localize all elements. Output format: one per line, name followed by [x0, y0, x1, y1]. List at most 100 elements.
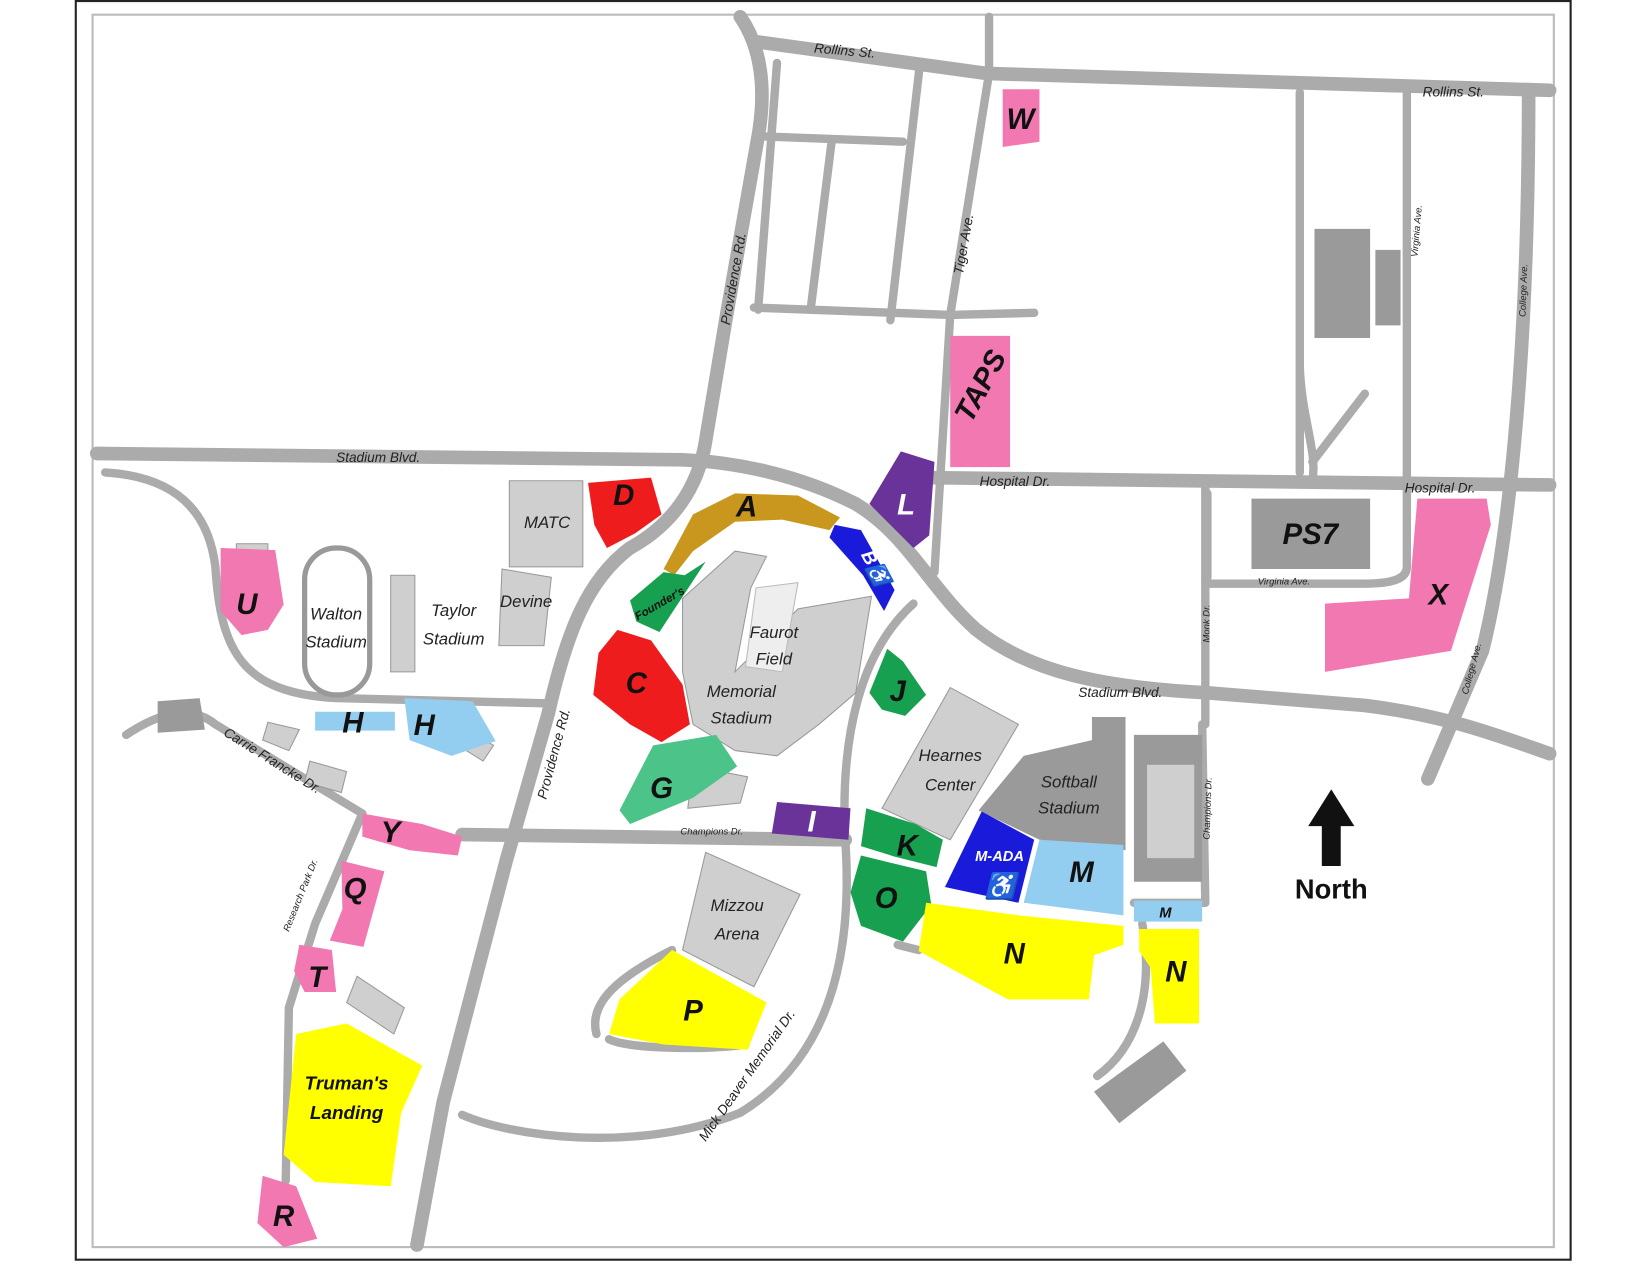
lot-label-o: O: [875, 882, 898, 915]
label-taylor: Stadium: [423, 630, 485, 649]
lot-label-m: M: [1069, 856, 1094, 889]
lot-label-t: T: [308, 961, 329, 994]
label-memorial: Stadium: [711, 708, 773, 727]
lot-x: [1324, 498, 1491, 672]
lot-label-c: C: [626, 667, 648, 700]
label-stadium-blvd: Stadium Blvd.: [1078, 685, 1162, 700]
west-building-3: [345, 975, 405, 1035]
lot-label-landing: Landing: [310, 1103, 384, 1124]
west-building-1: [261, 721, 301, 752]
providence-rd: [410, 9, 769, 1252]
lot-label-y: Y: [381, 816, 403, 849]
label-virginia-ave: Virginia Ave.: [1409, 204, 1425, 257]
lot-h-west: [315, 711, 395, 731]
north-building-1: [1314, 228, 1371, 339]
lot-d: [588, 477, 662, 548]
north-building-2: [1375, 249, 1401, 326]
softball-stadium: [978, 716, 1126, 851]
champions-dr: [455, 827, 853, 847]
matc-building: [508, 480, 584, 568]
lot-r: [257, 1175, 318, 1248]
label-hospital-dr: Hospital Dr.: [980, 474, 1051, 489]
lot-m-small: [1133, 900, 1203, 922]
mick-deaver-dr: [457, 599, 918, 1143]
stadium-blvd: [89, 446, 1557, 761]
lot-w: [1002, 89, 1040, 147]
label-rollins-st: Rollins St.: [813, 41, 875, 61]
lot-label-x: X: [1427, 579, 1451, 612]
north-arrow-icon: [1308, 789, 1355, 867]
service-road: [1203, 88, 1370, 582]
lot-label-h: H: [414, 709, 436, 742]
lot-t: [294, 944, 337, 993]
lot-o: [850, 855, 932, 942]
lot-label-a: A: [735, 490, 757, 523]
building-labels: MATC Devine Walton Stadium Taylor Stadiu…: [305, 513, 1099, 944]
lot-a: [663, 493, 840, 576]
lot-l: [869, 451, 935, 548]
lot-m-ada: [944, 811, 1035, 903]
lot-label-w: W: [1007, 103, 1037, 136]
lot-c: [593, 629, 690, 743]
virginia-ave: [1203, 88, 1412, 588]
label-college-ave: College Ave.: [1517, 264, 1530, 317]
label-stadium-blvd: Stadium Blvd.: [336, 450, 420, 465]
label-softball: Softball: [1041, 772, 1098, 791]
lot-taps: [950, 335, 1011, 468]
faurot-field: [744, 582, 799, 673]
grid-street: [749, 58, 1039, 325]
label-ps7: PS7: [1283, 518, 1340, 551]
lot-label-q: Q: [344, 873, 367, 906]
label-faurot: Faurot: [750, 623, 800, 642]
lot-label-m-ada: M-ADA: [975, 849, 1024, 865]
building-ps7: [1251, 498, 1371, 569]
lot-label-n: N: [1004, 938, 1026, 971]
college-ave: [1421, 85, 1536, 786]
label-champions-dr: Champions Dr.: [680, 827, 743, 838]
label-rollins-st: Rollins St.: [1423, 85, 1484, 100]
lot-label-l: L: [897, 488, 915, 521]
label-faurot: Field: [756, 649, 793, 668]
walton-stadium-track: [301, 545, 373, 698]
wheelchair-icon: ♿: [985, 871, 1021, 900]
campus-loop: [100, 468, 551, 708]
north-label: North: [1295, 874, 1368, 905]
west-building-2: [303, 760, 348, 794]
lot-q: [329, 860, 385, 947]
lot-k: [860, 808, 943, 868]
label-hearnes: Hearnes: [919, 746, 983, 765]
label-memorial: Memorial: [707, 682, 777, 701]
lot-m: [1023, 839, 1124, 916]
label-mizzou: Mizzou: [711, 896, 764, 915]
lot-i: [771, 802, 851, 840]
lot-founders: [630, 561, 706, 632]
lot-label-g: G: [650, 772, 673, 805]
label-matc: MATC: [524, 513, 571, 532]
lot-h-east: [404, 698, 496, 756]
devine-building: [498, 568, 552, 647]
label-virginia-ave: Virginia Ave.: [1258, 577, 1310, 588]
hospital-dr: [925, 470, 1557, 492]
lot-j: [869, 648, 927, 716]
hearnes-center: [881, 686, 1020, 841]
lot-u: [220, 547, 284, 636]
roads: [89, 9, 1557, 1252]
buildings: [157, 228, 1401, 1124]
lot-n-west: [918, 902, 1124, 1000]
lot-label-u: U: [236, 588, 258, 621]
lot-label-p: P: [683, 994, 703, 1027]
lot-label-d: D: [613, 479, 634, 512]
label-monk-dr: Monk Dr.: [1202, 605, 1213, 643]
lot-label-r: R: [273, 1200, 295, 1233]
label-hospital-dr: Hospital Dr.: [1405, 480, 1476, 495]
lot-label-j: J: [890, 675, 907, 708]
lot-g: [619, 734, 738, 825]
parking-lots: [220, 89, 1491, 1248]
lot-y: [362, 813, 463, 856]
label-walton: Stadium: [305, 633, 367, 652]
tiger-ave: [930, 12, 994, 577]
label-champions-dr: Champions Dr.: [1202, 777, 1215, 840]
lot-label-i: I: [808, 805, 817, 838]
west-building-4: [157, 698, 205, 733]
